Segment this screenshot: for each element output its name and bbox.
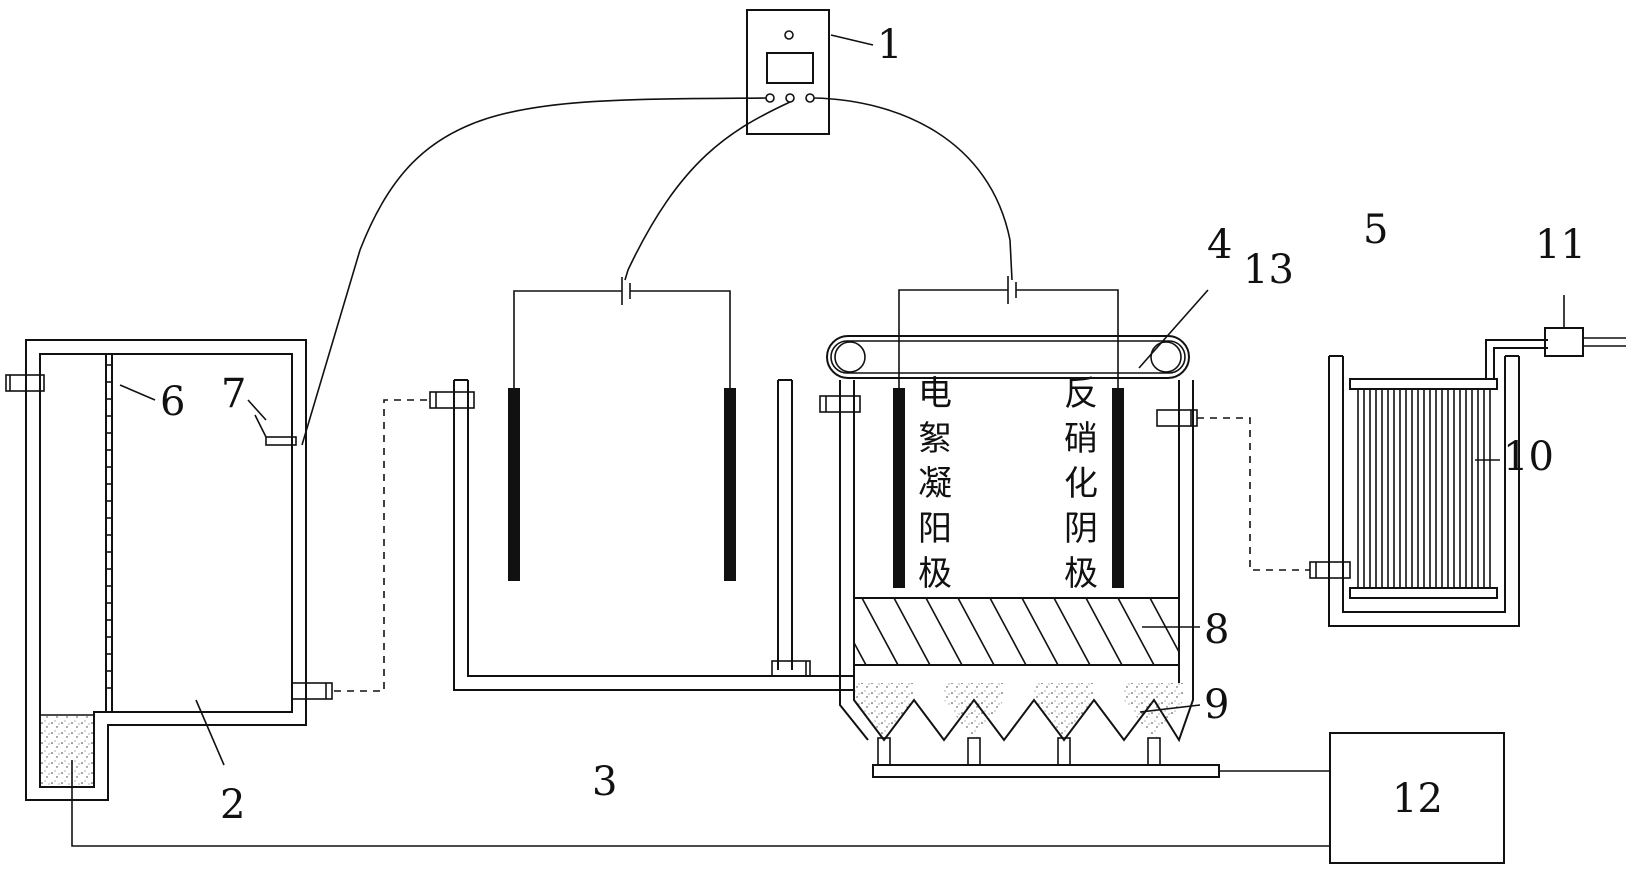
packing-hatch-line	[1053, 598, 1091, 665]
terminal-middle	[785, 93, 795, 103]
packing-hatch-line	[957, 598, 995, 665]
inlet-pipe-3	[429, 391, 475, 409]
electrode-3-right	[724, 388, 736, 581]
label-4: 4	[1207, 222, 1232, 268]
hopper-sediment	[944, 683, 1004, 740]
cathode-char-2: 硝	[1064, 419, 1098, 459]
power-wires	[301, 97, 1013, 446]
packing-hatch-line	[925, 598, 963, 665]
packing-hatch-line	[989, 598, 1027, 665]
hopper-sediment	[854, 683, 914, 740]
label-11: 11	[1535, 222, 1586, 268]
drain-manifold	[872, 764, 1220, 778]
cathode-char-4: 阴	[1064, 509, 1098, 549]
packing-layer-8	[853, 597, 1180, 666]
anode-char-5: 极	[918, 554, 952, 594]
anode-char-2: 絮	[918, 419, 952, 459]
anode-caption: 电 絮 凝 阳 极	[918, 374, 952, 594]
drain-pipe	[1057, 737, 1071, 766]
probe-7	[247, 399, 297, 446]
tank-2	[5, 339, 307, 801]
pipe-2-to-3	[291, 399, 432, 700]
packing-hatch-line	[861, 598, 899, 665]
anode-electrode	[893, 388, 905, 588]
power-display	[766, 52, 814, 84]
inlet-pipe	[5, 374, 45, 392]
label-2: 2	[220, 782, 245, 828]
baffle-6	[105, 354, 156, 712]
terminal-left	[765, 93, 775, 103]
tank-3	[429, 277, 854, 691]
number-labels: 1 2 3 4 5 6 7 8 9 10 11 12 13	[160, 22, 1586, 828]
drain-pipe	[967, 737, 981, 766]
label-1: 1	[877, 22, 902, 68]
anode-char-3: 凝	[918, 464, 952, 504]
packing-hatch-line	[1117, 598, 1155, 665]
indicator-light	[784, 30, 794, 40]
label-8: 8	[1204, 607, 1229, 653]
label-5: 5	[1363, 207, 1388, 253]
packing-hatch-line	[893, 598, 931, 665]
cathode-caption: 反 硝 化 阴 极	[1064, 374, 1098, 594]
label-12: 12	[1392, 776, 1443, 822]
label-13: 13	[1243, 247, 1294, 293]
label-9: 9	[1204, 682, 1229, 728]
packing-hatch-line	[1149, 598, 1179, 654]
drain-pipe	[877, 737, 891, 766]
power-supply	[746, 9, 874, 135]
label-3: 3	[592, 759, 617, 805]
electrode-3-left	[508, 388, 520, 581]
packing-hatch-line	[1021, 598, 1059, 665]
terminal-right	[805, 93, 815, 103]
packing-hatch-line	[854, 640, 867, 665]
pump-11	[1544, 327, 1584, 357]
label-7: 7	[221, 371, 246, 417]
membrane-tank-5	[1309, 295, 1626, 627]
cathode-char-3: 化	[1064, 464, 1098, 504]
sediment-fill	[41, 715, 93, 786]
leader-lines	[195, 289, 1209, 766]
box-12	[71, 732, 1505, 864]
anode-char-4: 阳	[918, 509, 952, 549]
hopper-sediment	[1124, 683, 1184, 740]
drain-pipe	[1147, 737, 1161, 766]
cathode-char-5: 极	[1064, 554, 1098, 594]
packing-hatch-line	[1085, 598, 1123, 665]
hopper-sediment	[1034, 683, 1094, 740]
conveyor-13	[826, 335, 1190, 379]
label-6: 6	[160, 379, 185, 425]
cathode-electrode	[1112, 388, 1124, 588]
label-10: 10	[1503, 434, 1554, 480]
anode-char-1: 电	[918, 374, 952, 414]
tank-4	[819, 276, 1330, 778]
cathode-char-1: 反	[1064, 374, 1098, 414]
